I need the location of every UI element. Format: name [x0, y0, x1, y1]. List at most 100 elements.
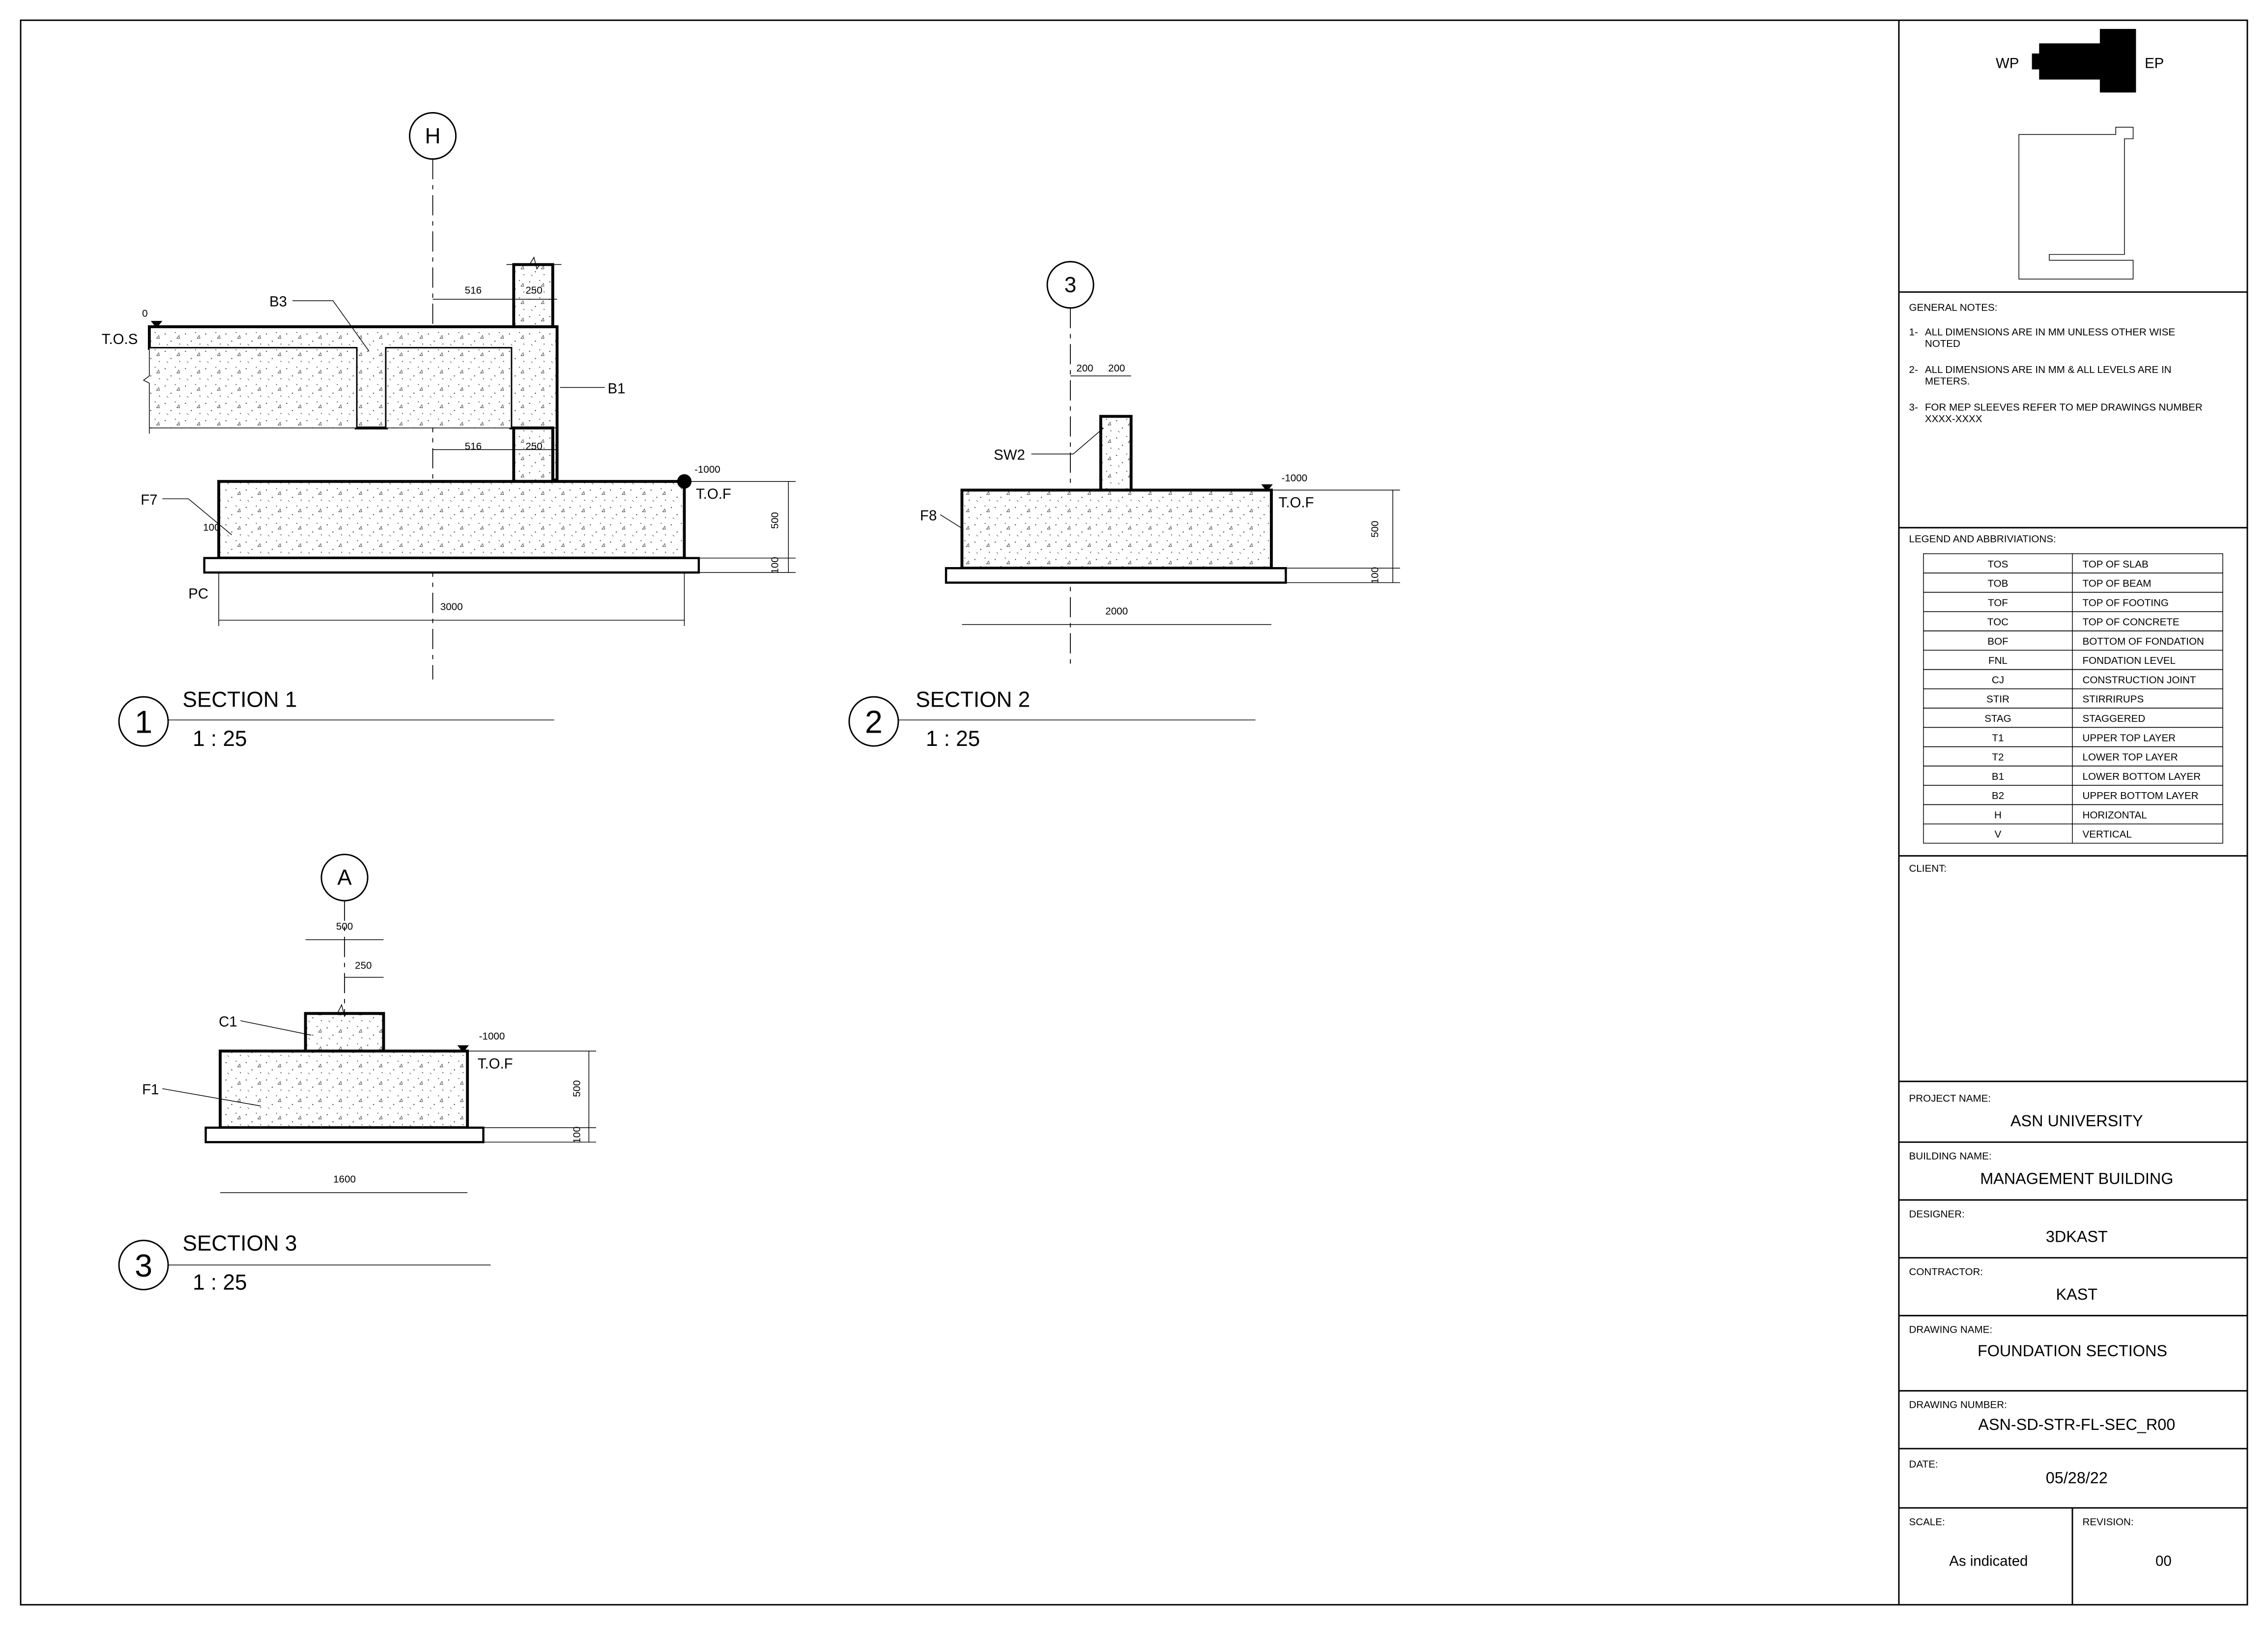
note-text: XXXX-XXXX	[1925, 413, 1982, 425]
dim-2000: 2000	[1105, 605, 1128, 617]
contractor-name: KAST	[2056, 1285, 2098, 1303]
grid-bubble-h	[409, 112, 457, 160]
legend-abbreviation: TOC	[1987, 617, 2009, 628]
sheet-border	[20, 19, 2248, 1606]
dim-516-top: 516	[465, 285, 482, 296]
legend-row: T1 UPPER TOP LAYER	[1923, 727, 2223, 747]
note-3: 3- FOR MEP SLEEVES REFER TO MEP DRAWINGS…	[1909, 402, 2203, 425]
legend-meaning: LOWER TOP LAYER	[2083, 752, 2178, 763]
legend-meaning: TOP OF CONCRETE	[2083, 617, 2180, 628]
date-value: 05/28/22	[2046, 1469, 2108, 1487]
dim-200-b: 200	[1108, 363, 1125, 374]
legend-cell-border	[1923, 804, 2223, 825]
project-name: ASN UNIVERSITY	[2010, 1112, 2143, 1130]
legend-cell-border	[1923, 592, 2223, 612]
legend-meaning: TOP OF SLAB	[2083, 559, 2149, 570]
label-f7: F7	[141, 492, 157, 508]
label-ep: EP	[2145, 55, 2164, 71]
legend-meaning: CONSTRUCTION JOINT	[2083, 674, 2196, 685]
section-scale: 1 : 25	[193, 727, 247, 751]
label-b1: B1	[608, 380, 626, 397]
legend-row: TOC TOP OF CONCRETE	[1923, 611, 2223, 631]
dim-500: 500	[1370, 521, 1381, 538]
legend-abbreviation: V	[1995, 829, 2002, 840]
legend-cell-border	[1923, 553, 2223, 573]
legend-cell-border	[1923, 824, 2223, 844]
footing-f8	[960, 488, 1273, 570]
building-name: MANAGEMENT BUILDING	[1980, 1170, 2173, 1188]
legend-row: STIR STIRRIRUPS	[1923, 688, 2223, 709]
title-block: WP EP GENERAL NOTES: 1- ALL DIMENSIONS A…	[1898, 29, 2247, 1605]
legend-meaning: STIRRIRUPS	[2083, 694, 2144, 705]
section-number: 2	[865, 704, 883, 740]
legend-meaning: TOP OF BEAM	[2083, 578, 2152, 589]
section-scale: 1 : 25	[926, 727, 980, 751]
dim-200-a: 200	[1076, 363, 1093, 374]
legend-meaning: UPPER TOP LAYER	[2083, 732, 2176, 743]
legend-row: CJ CONSTRUCTION JOINT	[1923, 669, 2223, 689]
section-number: 3	[135, 1248, 152, 1283]
section-title: SECTION 2	[916, 688, 1030, 712]
legend-meaning: HORIZONTAL	[2083, 809, 2147, 821]
plain-concrete-pc	[203, 557, 700, 574]
legend-abbreviation: TOB	[1987, 578, 2008, 589]
key-plan-icon	[2018, 127, 2134, 280]
section-number: 1	[135, 704, 152, 740]
note-text: FOR MEP SLEEVES REFER TO MEP DRAWINGS NU…	[1925, 402, 2203, 413]
designer-name: 3DKAST	[2046, 1227, 2108, 1245]
dim-250-bottom: 250	[525, 441, 542, 452]
label-tof: T.O.F	[1279, 495, 1314, 511]
legend-abbreviation: BOF	[1987, 636, 2008, 647]
legend-cell-border	[1923, 572, 2223, 593]
dim-250-top: 250	[525, 285, 542, 296]
contractor-label: CONTRACTOR:	[1909, 1266, 1983, 1278]
label-tof: T.O.F	[478, 1055, 513, 1072]
scale-value: As indicated	[1949, 1553, 2028, 1569]
footing-f7	[217, 480, 686, 560]
section-1-title: 1 SECTION 1 1 : 25	[118, 688, 554, 751]
drawing-number-label: DRAWING NUMBER:	[1909, 1399, 2007, 1411]
note-text: ALL DIMENSIONS ARE IN MM & ALL LEVELS AR…	[1925, 364, 2172, 375]
dim-3000: 3000	[440, 601, 463, 613]
legend-cell-border	[1923, 650, 2223, 670]
column-c1	[304, 1012, 385, 1053]
legend-cell-border	[1923, 688, 2223, 709]
legend-row: FNL FONDATION LEVEL	[1923, 650, 2223, 670]
legend-meaning: TOP OF FOOTING	[2083, 597, 2169, 608]
legend-abbreviation: STIR	[1986, 694, 2010, 705]
legend-row: H HORIZONTAL	[1923, 804, 2223, 825]
dim-100-vertical: 100	[572, 1126, 583, 1143]
legend-meaning: STAGGERED	[2083, 713, 2146, 724]
grid-label-3: 3	[1064, 273, 1077, 297]
legend-abbreviation: CJ	[1992, 674, 2004, 685]
level-tof: -1000	[694, 464, 720, 475]
label-sw2: SW2	[994, 447, 1025, 463]
legend-abbreviation: T2	[1992, 752, 2004, 763]
footing-f1	[219, 1050, 469, 1129]
note-text: METERS.	[1925, 376, 1970, 387]
legend-abbreviation: T1	[1992, 732, 2004, 743]
legend-meaning: BOTTOM OF FONDATION	[2083, 636, 2204, 647]
drawing-number: ASN-SD-STR-FL-SEC_R00	[1978, 1416, 2175, 1433]
level-marker-icon	[677, 474, 692, 489]
revision-value: 00	[2155, 1553, 2172, 1569]
date-label: DATE:	[1909, 1458, 1938, 1470]
dim-500: 500	[770, 512, 781, 529]
section-2-drawing: 3 200 200 2000 500 100 SW2 F8 -1000 T.O.…	[920, 261, 1400, 665]
section-scale: 1 : 25	[193, 1270, 247, 1294]
note-text: ALL DIMENSIONS ARE IN MM UNLESS OTHER WI…	[1925, 327, 2175, 338]
dim-516-bottom: 516	[465, 441, 482, 452]
label-f1: F1	[142, 1082, 159, 1098]
shear-wall-sw2	[1099, 415, 1133, 492]
legend-row: BOF BOTTOM OF FONDATION	[1923, 630, 2223, 651]
legend-abbreviation: H	[1994, 809, 2002, 821]
legend-meaning: UPPER BOTTOM LAYER	[2083, 790, 2199, 801]
label-pc: PC	[188, 586, 208, 602]
client-label: CLIENT:	[1909, 863, 1947, 874]
